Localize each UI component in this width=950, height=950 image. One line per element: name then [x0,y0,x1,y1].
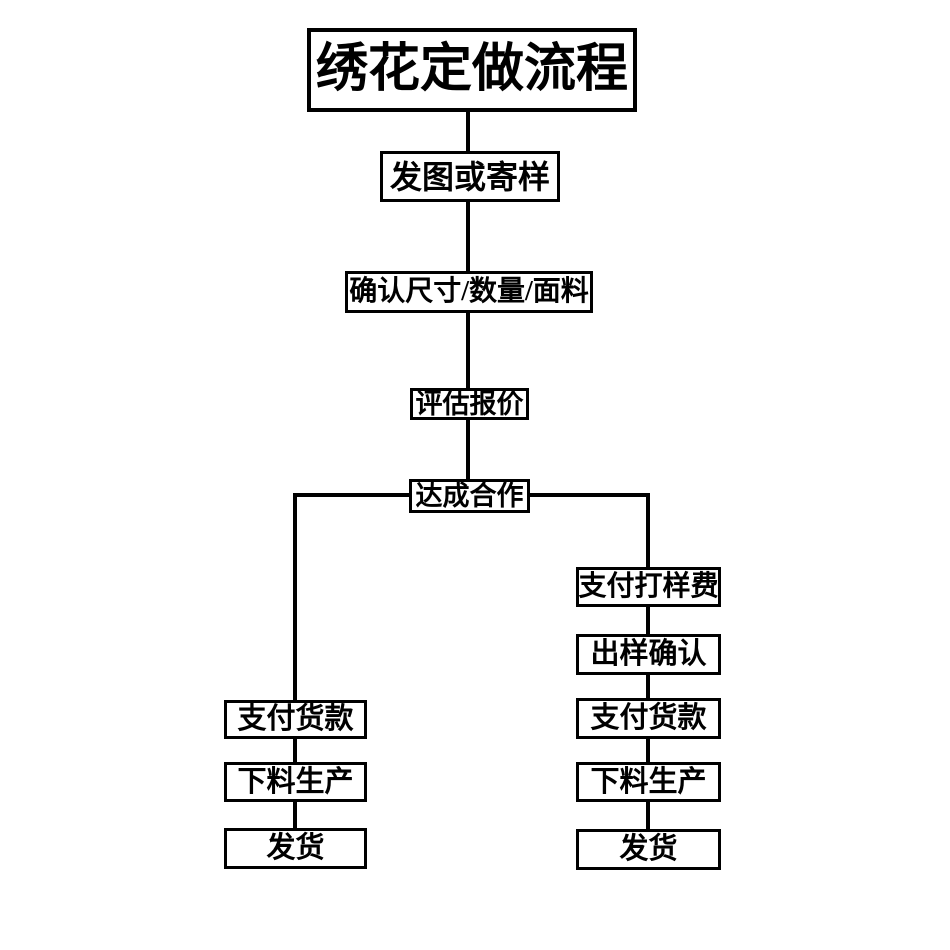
connector-branch-left-horizontal [293,493,409,497]
connector-left-production-to-ship [293,802,297,828]
node-right-pay-sample-fee: 支付打样费 [576,567,721,607]
connector-title-to-send [466,112,470,151]
connector-send-to-confirm [466,202,470,271]
connector-branch-left-vertical [293,493,297,700]
connector-branch-right-horizontal [530,493,650,497]
connector-quote-to-cooperation [466,420,470,479]
connector-sampleconfirm-to-pay [646,675,650,698]
connector-branch-right-vertical [646,493,650,567]
node-right-ship: 发货 [576,829,721,870]
node-reach-cooperation: 达成合作 [409,479,530,513]
node-confirm-size-qty-fabric: 确认尺寸/数量/面料 [345,271,593,313]
node-send-art-or-sample: 发图或寄样 [380,151,560,202]
node-left-cut-production: 下料生产 [224,762,367,802]
node-right-sample-confirm: 出样确认 [576,634,721,675]
connector-samplefee-to-sampleconfirm [646,607,650,634]
node-left-pay-goods: 支付货款 [224,700,367,739]
connector-right-production-to-ship [646,802,650,829]
connector-right-pay-to-production [646,739,650,762]
node-left-ship: 发货 [224,828,367,869]
connector-left-pay-to-production [293,739,297,762]
node-right-pay-goods: 支付货款 [576,698,721,739]
connector-confirm-to-quote [466,313,470,388]
node-evaluate-quote: 评估报价 [410,388,529,420]
flowchart-title: 绣花定做流程 [307,28,637,112]
node-right-cut-production: 下料生产 [576,762,721,802]
